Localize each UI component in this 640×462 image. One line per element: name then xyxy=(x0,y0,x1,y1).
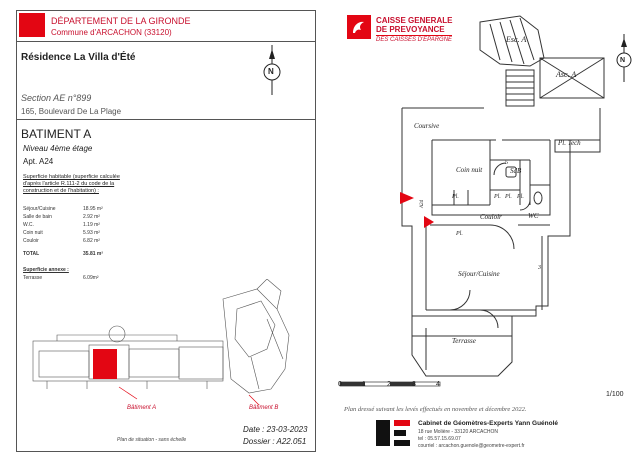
surface-note-line-3: construction et de l'habitation) : xyxy=(23,188,99,194)
room-name-wc: W.C. xyxy=(23,222,34,228)
label-pl-1: Pl. xyxy=(452,194,459,200)
department-red-block xyxy=(19,13,45,37)
north-arrow-icon xyxy=(263,45,281,95)
label-pl-4: Pl. xyxy=(517,194,524,200)
label-couloir: Couloir xyxy=(480,213,502,221)
firm-name: Cabinet de Géomètres-Experts Yann Guénol… xyxy=(418,420,559,427)
date: Date : 23-03-2023 xyxy=(243,425,308,434)
annex-title: Superficie annexe : xyxy=(23,267,69,273)
dossier-number: Dossier : A22.051 xyxy=(243,437,307,446)
caisse-epargne-logo xyxy=(347,15,371,39)
situation-plan xyxy=(32,279,290,406)
room-name-couloir: Couloir xyxy=(23,238,39,244)
firm-tel: tel : 05.57.15.69.07 xyxy=(418,436,461,442)
scale-tick-1: 1 xyxy=(362,381,366,388)
situation-caption: Plan de situation - sans échelle xyxy=(117,437,187,443)
annex-name-terrasse: Terrasse xyxy=(23,275,43,281)
department-title: DÉPARTEMENT DE LA GIRONDE xyxy=(51,16,191,26)
total-value: 35.81 m² xyxy=(83,251,104,257)
room-name-sejour: Séjour/Cuisine xyxy=(23,206,56,212)
north-label-right: N xyxy=(620,57,626,64)
scale-tick-2: 2 xyxy=(387,381,391,388)
room-area-wc: 1.19 m² xyxy=(83,222,100,228)
label-mark-3: 3 xyxy=(538,265,541,271)
bank-name-1: CAISSE GENERALE xyxy=(376,16,453,25)
bank-name-2: DE PREVOYANCE xyxy=(376,25,445,34)
building-name: BATIMENT A xyxy=(21,127,92,141)
label-coursive: Coursive xyxy=(414,122,440,130)
label-pl-2: Pl. xyxy=(494,194,501,200)
label-mark-5: 5 xyxy=(505,160,508,166)
header-divider xyxy=(17,41,315,42)
label-asc-a: Asc. A xyxy=(556,70,577,79)
label-wc: WC xyxy=(528,212,539,220)
surface-note: Superficie habitable (superficie calculé… xyxy=(23,174,183,195)
situation-label-b: Bâtiment B xyxy=(249,405,279,411)
scale-ratio: 1/100 xyxy=(606,391,624,398)
apartment-highlight xyxy=(93,349,117,379)
residence-name: Résidence La Villa d'Été xyxy=(21,52,136,63)
scale-tick-0: 0 xyxy=(338,381,342,388)
scale-bar xyxy=(339,381,441,387)
bank-name-3: DES CAISSES D'EPARGNE xyxy=(376,35,453,43)
label-pl-3: Pl. xyxy=(505,194,512,200)
cover-sheet: DÉPARTEMENT DE LA GIRONDE Commune d'ARCA… xyxy=(16,10,316,452)
label-pl-tech: Pl. Tech xyxy=(558,139,581,147)
survey-note: Plan dressé suivant les levés effectués … xyxy=(344,406,527,413)
annex-area-terrasse: 6.09m² xyxy=(83,275,99,281)
room-area-coin-nuit: 5.93 m² xyxy=(83,230,100,236)
label-terrasse: Terrasse xyxy=(452,337,476,345)
label-entry-code: A24 xyxy=(420,199,425,208)
entry-arrow-2 xyxy=(424,216,434,228)
scale-tick-4: 4 xyxy=(436,381,440,388)
entry-arrow xyxy=(400,192,414,204)
address: 165, Boulevard De La Plage xyxy=(21,107,122,116)
north-label: N xyxy=(268,67,274,76)
label-pl-5: Pl. xyxy=(456,231,463,237)
room-area-couloir: 6.82 m² xyxy=(83,238,100,244)
cadastral-section: Section AE n°899 xyxy=(21,93,92,103)
room-name-coin-nuit: Coin nuit xyxy=(23,230,43,236)
firm-address: 18 rue Molière - 33120 ARCACHON xyxy=(418,429,499,435)
north-arrow-icon xyxy=(616,34,632,82)
divider-2 xyxy=(17,119,315,120)
geometre-expert-logo-icon xyxy=(376,420,410,446)
label-esc-a-top: Esc. A xyxy=(506,35,527,44)
commune-name: Commune d'ARCACHON (33120) xyxy=(51,28,172,37)
surface-note-line-1: Superficie habitable (superficie calculé… xyxy=(23,174,120,180)
firm-email: courriel : arcachon.guenole@geometre-exp… xyxy=(418,443,525,449)
situation-label-a: Bâtiment A xyxy=(127,405,157,411)
room-name-sdb: Salle de bain xyxy=(23,214,52,220)
floor-plan xyxy=(400,15,605,377)
label-sdb: SdB xyxy=(510,167,522,175)
level: Niveau 4ème étage xyxy=(23,144,93,153)
room-area-sdb: 2.92 m² xyxy=(83,214,100,220)
scale-tick-3: 3 xyxy=(412,381,416,388)
squirrel-icon xyxy=(353,21,364,33)
label-coin-nuit: Coin nuit xyxy=(456,166,483,174)
total-label: TOTAL xyxy=(23,251,40,257)
label-sejour: Séjour/Cuisine xyxy=(458,270,500,278)
surface-note-line-2: d'après l'article R.111-2 du code de la xyxy=(23,181,115,187)
room-area-sejour: 18.95 m² xyxy=(83,206,103,212)
apartment-id: Apt. A24 xyxy=(23,157,54,166)
